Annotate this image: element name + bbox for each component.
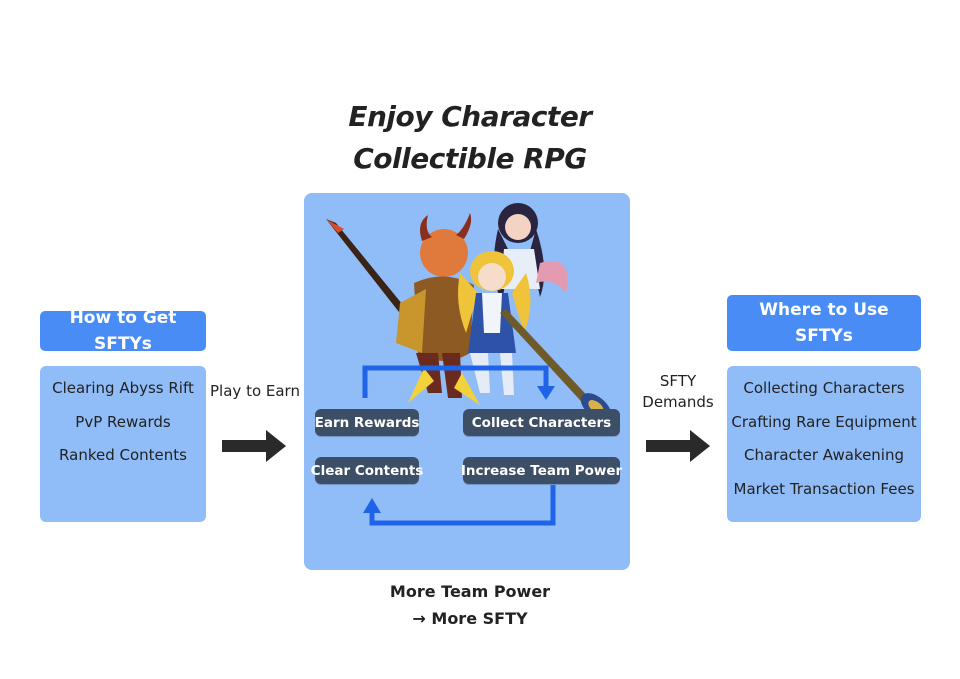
footer-caption: More Team Power → More SFTY <box>330 578 610 632</box>
character-loop-panel: Earn Rewards Collect Characters Clear Co… <box>304 193 630 570</box>
where-to-use-header: Where to Use SFTYs <box>727 295 921 351</box>
list-item: PvP Rewards <box>75 412 171 431</box>
list-item: Crafting Rare Equipment <box>731 412 917 431</box>
clear-contents-label: Clear Contents <box>310 462 424 479</box>
loop-arrows <box>362 365 556 526</box>
arrow-head-up-icon <box>363 498 381 513</box>
sfty-demands-line-1: SFTY <box>659 372 697 390</box>
title-line-2: Collectible RPG <box>353 142 587 175</box>
how-to-get-list: Clearing Abyss Rift PvP Rewards Ranked C… <box>40 366 206 522</box>
sfty-demands-label: SFTY Demands <box>640 371 716 413</box>
where-to-use-header-line-2: SFTYs <box>795 326 853 346</box>
collect-characters-label: Collect Characters <box>471 414 612 431</box>
sfty-demands-line-2: Demands <box>642 393 714 411</box>
how-to-get-header-label: How to Get SFTYs <box>69 308 177 354</box>
arrow-head-down-icon <box>537 386 555 400</box>
footer-line-2-text: More SFTY <box>431 609 528 628</box>
where-to-use-header-line-1: Where to Use <box>759 300 889 320</box>
footer-line-2: → More SFTY <box>330 605 610 632</box>
increase-team-power-pill: Increase Team Power <box>460 457 623 484</box>
clear-contents-pill: Clear Contents <box>311 457 423 484</box>
main-title: Enjoy Character Collectible RPG <box>300 96 640 180</box>
right-arrow-icon <box>222 430 286 462</box>
list-item: Character Awakening <box>743 446 905 464</box>
list-item: Market Transaction Fees <box>733 479 915 498</box>
where-to-use-list: Collecting Characters Crafting Rare Equi… <box>727 366 921 522</box>
list-item: Clearing Abyss Rift <box>52 379 194 397</box>
how-to-get-header: How to Get SFTYs <box>40 308 206 354</box>
play-to-earn-label: Play to Earn <box>210 382 300 400</box>
collect-characters-pill: Collect Characters <box>463 409 620 436</box>
characters-illustration <box>326 203 612 421</box>
earn-rewards-label: Earn Rewards <box>314 414 420 431</box>
footer-line-1: More Team Power <box>389 582 551 601</box>
title-line-1: Enjoy Character <box>348 100 592 133</box>
list-item: Ranked Contents <box>59 446 187 464</box>
long-right-arrow-icon: → <box>412 609 426 628</box>
right-arrow-icon <box>646 430 710 462</box>
earn-rewards-pill: Earn Rewards <box>315 409 419 436</box>
increase-team-power-label: Increase Team Power <box>460 462 623 479</box>
list-item: Collecting Characters <box>743 379 905 397</box>
